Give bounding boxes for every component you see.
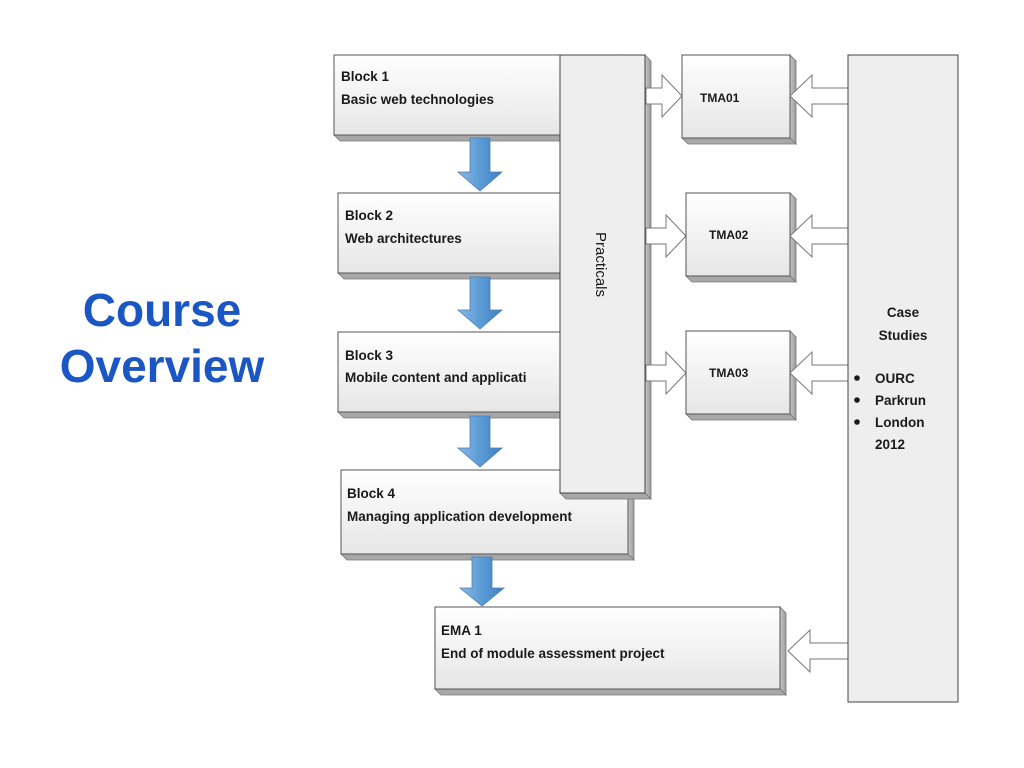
tma02-box: TMA02: [685, 192, 797, 283]
block-2-title: Block 2: [345, 208, 393, 223]
case-studies-heading-line-1: Case: [887, 305, 920, 320]
practicals-to-tma02-arrow: [645, 213, 687, 259]
case-study-item-2012: 2012: [875, 437, 905, 452]
ema-title: EMA 1: [441, 623, 482, 638]
ema-box: EMA 1 End of module assessment project: [434, 606, 787, 696]
block-4-subtitle: Managing application development: [347, 509, 573, 524]
case-studies-heading-line-2: Studies: [879, 328, 928, 343]
case-study-item-london: London: [875, 415, 924, 430]
block-1-subtitle: Basic web technologies: [341, 92, 494, 107]
practicals-to-tma03-arrow: [645, 350, 687, 396]
down-arrow-2: [456, 276, 504, 330]
case-studies-to-tma02-arrow: [789, 213, 849, 259]
slide-title: Course Overview: [22, 282, 302, 394]
practicals-label: Practicals: [592, 232, 609, 297]
case-studies-bar: Case Studies OURC Parkrun London 2012: [847, 54, 959, 703]
slide-title-line-1: Course: [82, 284, 242, 336]
practicals-bar: Practicals: [559, 54, 652, 500]
tma02-label: TMA02: [709, 228, 749, 242]
tma01-box: TMA01: [681, 54, 797, 145]
case-studies-to-ema-arrow: [787, 628, 849, 674]
case-study-item-parkrun: Parkrun: [875, 393, 926, 408]
tma01-label: TMA01: [700, 91, 740, 105]
practicals-to-tma01-arrow: [645, 73, 683, 119]
block-3-subtitle: Mobile content and applicati: [345, 370, 527, 385]
block-4-title: Block 4: [347, 486, 396, 501]
ema-subtitle: End of module assessment project: [441, 646, 665, 661]
down-arrow-1: [456, 137, 504, 192]
block-1-title: Block 1: [341, 69, 390, 84]
down-arrow-4: [458, 556, 506, 607]
bullet-icon: [854, 397, 860, 403]
case-study-item-ourc: OURC: [875, 371, 915, 386]
tma03-box: TMA03: [685, 330, 797, 421]
bullet-icon: [854, 419, 860, 425]
block-2-subtitle: Web architectures: [345, 231, 462, 246]
case-studies-to-tma01-arrow: [789, 73, 849, 119]
tma03-label: TMA03: [709, 366, 749, 380]
down-arrow-3: [456, 415, 504, 468]
case-studies-to-tma03-arrow: [789, 350, 849, 396]
block-3-title: Block 3: [345, 348, 394, 363]
slide-title-line-2: Overview: [59, 340, 265, 392]
bullet-icon: [854, 375, 860, 381]
